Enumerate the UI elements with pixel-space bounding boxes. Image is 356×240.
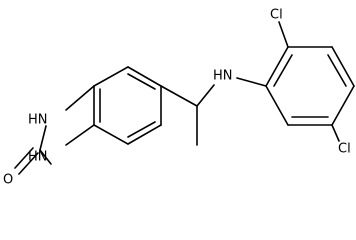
oxygen-label: O bbox=[3, 173, 13, 188]
bond bbox=[160, 85, 198, 107]
bond bbox=[65, 124, 95, 146]
ring-nh-top-label: HN bbox=[28, 113, 48, 128]
amine-nh-label: HN bbox=[213, 69, 233, 84]
imidazolone-ring bbox=[14, 85, 95, 175]
double-bond-inner bbox=[273, 54, 293, 87]
bond bbox=[127, 124, 162, 145]
bond bbox=[196, 84, 215, 107]
chlorine-top-label: Cl bbox=[270, 8, 283, 23]
cl-bond-bottom bbox=[331, 124, 340, 142]
molecule-drawing: Cl Cl HN HN HN O bbox=[3, 8, 355, 188]
ethylidene-linker bbox=[160, 77, 267, 146]
bond bbox=[331, 85, 355, 126]
bond bbox=[331, 46, 355, 87]
bond bbox=[93, 66, 129, 87]
dichlorophenyl-ring bbox=[265, 46, 355, 126]
double-bond-inner bbox=[327, 54, 347, 87]
bond bbox=[39, 125, 47, 151]
double-bond-inner bbox=[127, 121, 156, 138]
molecule-structure: Cl Cl HN HN HN O bbox=[3, 7, 355, 188]
ring-nh-bottom-label: HN bbox=[28, 150, 48, 165]
bond bbox=[39, 149, 52, 165]
bond bbox=[93, 124, 129, 145]
carbonyl-double-bond bbox=[18, 152, 39, 175]
bond bbox=[127, 66, 162, 87]
bond bbox=[236, 77, 267, 87]
benzimidazolone-benzene-ring bbox=[93, 66, 162, 145]
bond bbox=[265, 46, 289, 87]
chlorine-bottom-label: Cl bbox=[338, 142, 351, 157]
bond bbox=[65, 85, 95, 111]
double-bond-inner bbox=[127, 73, 156, 90]
cl-bond-top bbox=[278, 21, 289, 48]
bond bbox=[265, 85, 289, 126]
carbonyl-double-bond bbox=[14, 147, 34, 169]
